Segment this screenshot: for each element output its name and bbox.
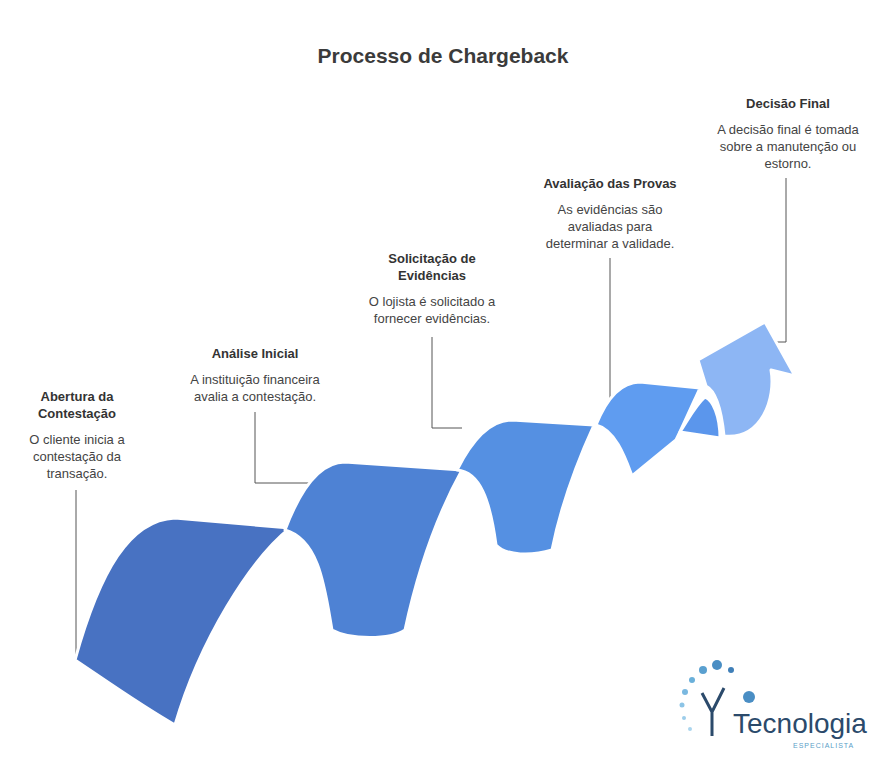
leader-line [766,178,786,342]
step-description: A decisão final é tomada sobre a manuten… [713,121,863,172]
logo-dot [743,691,755,703]
logo-dot [682,689,688,695]
step-block: Decisão Final A decisão final é tomada so… [713,95,863,172]
step-description: A instituição financeira avalia a contes… [180,371,330,405]
logo-dot [689,677,695,683]
arrow-head [698,322,795,436]
logo-dot [728,667,734,673]
leader-line [255,412,312,483]
step-description: As evidências são avaliadas para determi… [540,201,680,252]
step-heading: Abertura da Contestação [18,388,136,422]
step-block: Abertura da Contestação O cliente inicia … [18,388,136,482]
logo-dot [688,727,692,731]
logo-dot [699,666,707,674]
leader-line [76,490,77,662]
ribbon-segment [75,518,290,725]
logo-text: Tecnologia [733,708,867,740]
logo-dot [680,703,685,708]
logo-y [702,688,724,736]
step-description: O lojista é solicitado a fornecer evidên… [357,293,507,327]
logo-dot [712,660,722,670]
step-description: O cliente inicia a contestação da transa… [18,431,136,482]
step-heading: Avaliação das Provas [540,175,680,192]
ribbon-segment [680,397,720,438]
step-block: Análise Inicial A instituição financeira … [180,345,330,405]
diagram-title: Processo de Chargeback [0,44,886,68]
step-heading: Análise Inicial [180,345,330,362]
step-heading: Decisão Final [713,95,863,112]
ribbon-segment [285,462,462,638]
leader-line [432,337,462,428]
logo-dot [682,716,686,720]
step-heading: Solicitação de Evidências [357,250,507,284]
ribbon-segment [457,420,594,554]
step-block: Solicitação de Evidências O lojista é sol… [357,250,507,327]
logo-subtitle: ESPECIALISTA [793,742,854,749]
leader-line [610,258,611,402]
step-block: Avaliação das Provas As evidências são av… [540,175,680,252]
